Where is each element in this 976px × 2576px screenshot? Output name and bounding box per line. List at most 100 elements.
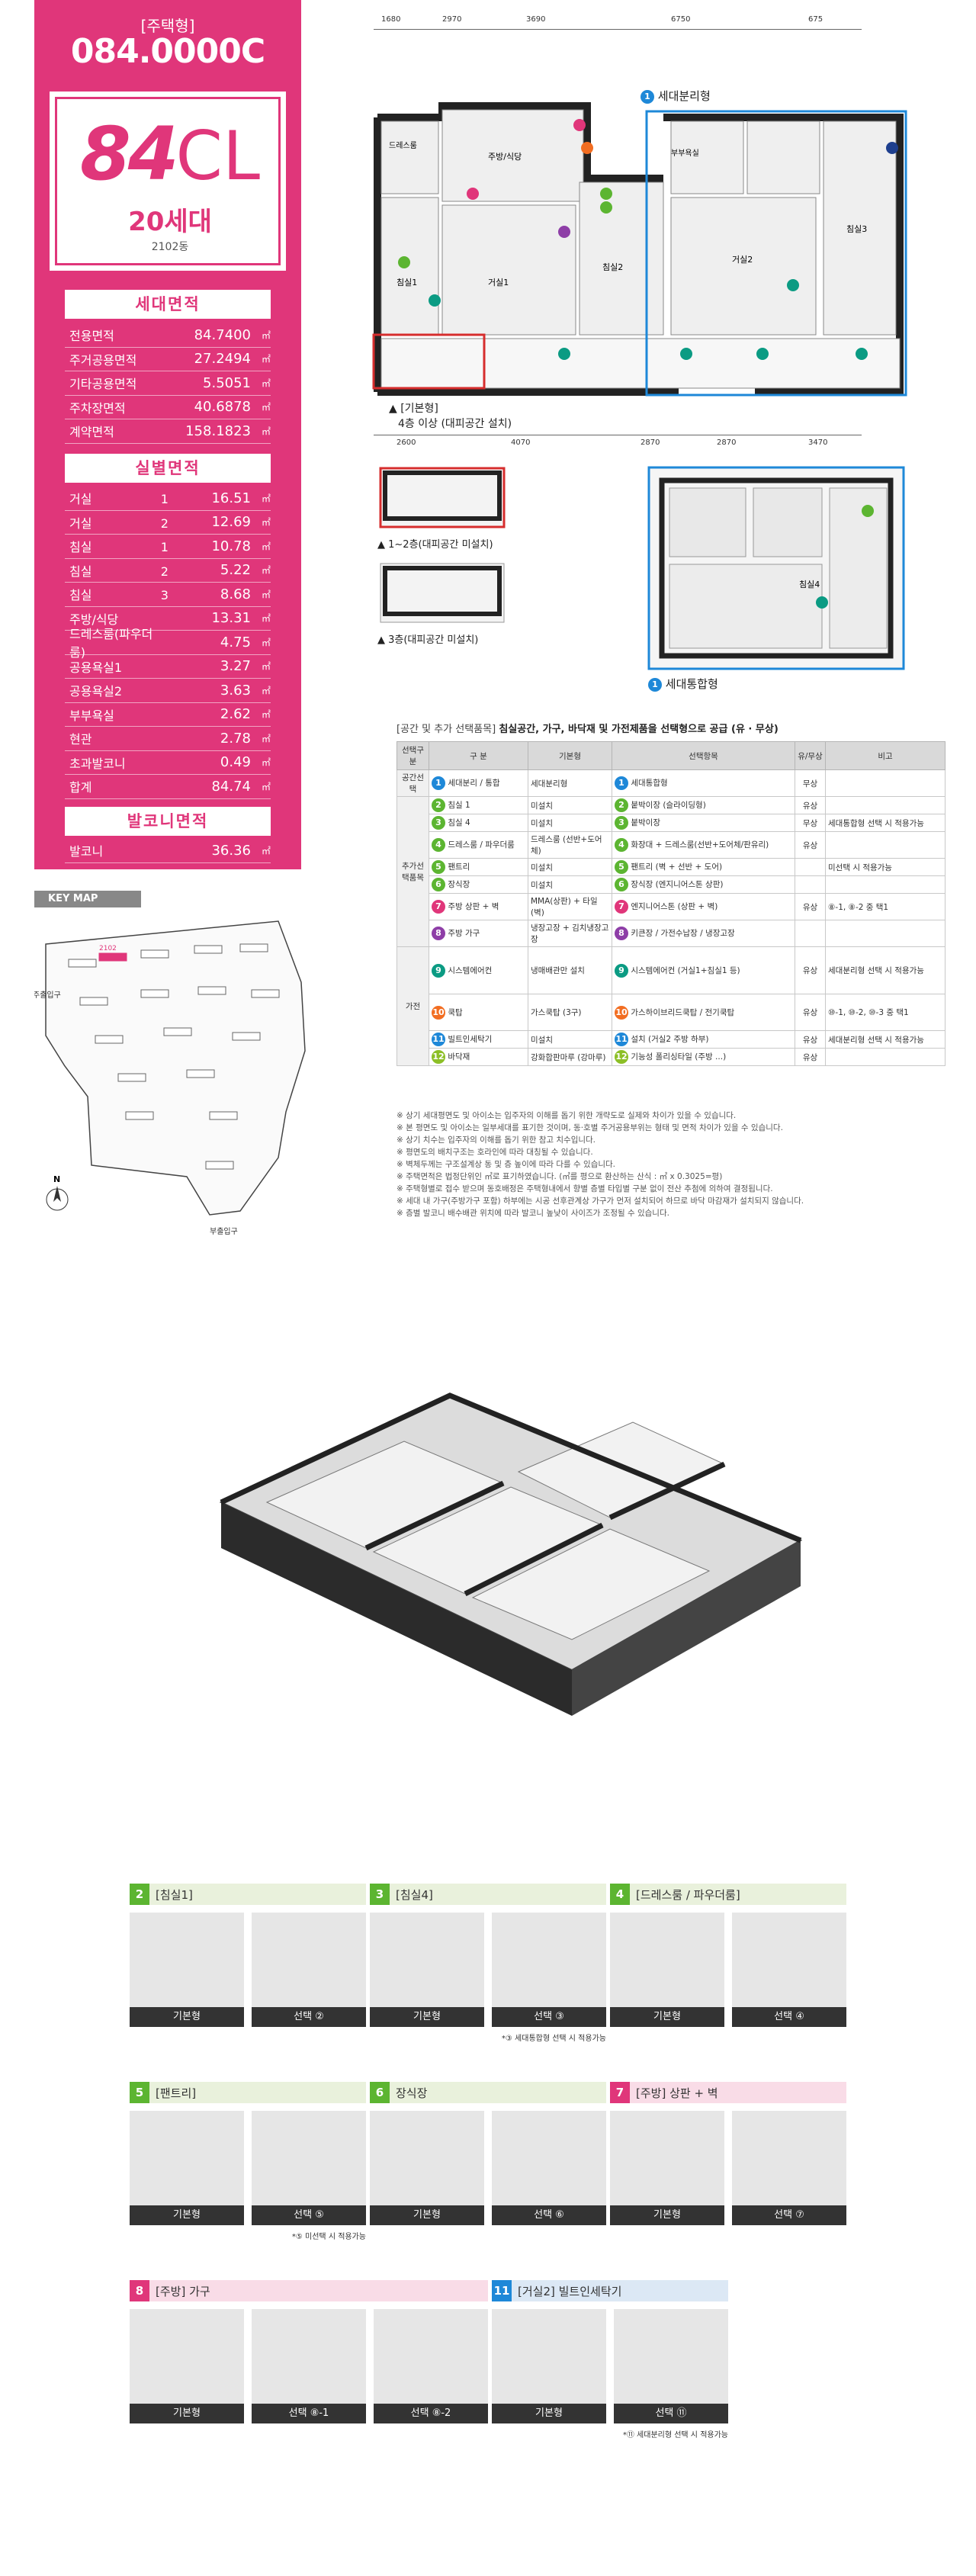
type-big-number: 84 bbox=[79, 111, 179, 197]
option-image: 선택 ⑧-2 bbox=[374, 2309, 488, 2423]
option-image: 선택 ② bbox=[252, 1913, 366, 2027]
unit-area-title: 세대면적 bbox=[65, 290, 271, 319]
options-title: [공간 및 추가 선택품목] 침실공간, 가구, 바닥재 및 가전제품을 선택형… bbox=[396, 724, 779, 735]
integrated-plan-detail: 침실4 bbox=[647, 466, 905, 670]
svg-text:침실2: 침실2 bbox=[602, 262, 623, 272]
footnote: ※ 주택형별로 접수 받으며 동호배정은 주택형내에서 향별 층별 타입별 구분… bbox=[396, 1184, 773, 1193]
isometric-3d-view bbox=[219, 1392, 803, 1716]
evacuation-space-highlight bbox=[372, 333, 486, 390]
room-bath bbox=[670, 120, 744, 194]
option-image: 선택 ⑤ bbox=[252, 2111, 366, 2225]
key-map: KEY MAP 2102 주출입구 부출입구 bbox=[34, 891, 316, 1241]
option-panel-8: 8[주방] 가구 기본형 선택 ⑧-1 선택 ⑧-2 bbox=[130, 2280, 488, 2423]
site-map: 2102 주출입구 부출입구 N bbox=[34, 920, 306, 1236]
blue-marker-icon: 1 bbox=[640, 89, 654, 104]
separate-unit-label: 1 세대분리형 bbox=[640, 88, 711, 104]
option-image: 기본형 bbox=[492, 2309, 606, 2423]
dim-top: 6750 bbox=[671, 15, 691, 24]
room-bath2 bbox=[746, 120, 820, 194]
building-number: 2102동 bbox=[151, 241, 189, 253]
option-panel-3: 3[침실4] 기본형 선택 ③ *③ 세대통합형 선택 시 적용가능 bbox=[370, 1884, 606, 2043]
separate-unit-highlight bbox=[645, 110, 907, 397]
floor-3-label: ▲ 3층(대피공간 미설치) bbox=[377, 634, 479, 646]
svg-text:거실1: 거실1 bbox=[488, 278, 509, 287]
svg-text:침실4: 침실4 bbox=[799, 580, 820, 589]
floor-1-2-label: ▲ 1~2층(대피공간 미설치) bbox=[377, 539, 493, 551]
option-image: 기본형 bbox=[130, 2309, 244, 2423]
building-blocks bbox=[68, 943, 280, 1170]
svg-text:거실2: 거실2 bbox=[732, 255, 753, 265]
dimension-line-top bbox=[374, 29, 862, 30]
footnote: ※ 주택면적은 법정단위인 ㎡로 표기하였습니다. (㎡를 평으로 환산하는 산… bbox=[396, 1172, 723, 1181]
sub-entrance-label: 부출입구 bbox=[210, 1226, 238, 1236]
footnotes: ※ 상기 세대평면도 및 아이소는 입주자의 이해를 돕기 위한 개략도로 실제… bbox=[396, 1110, 946, 1219]
type-code: 084.0000C bbox=[70, 32, 265, 71]
blue-marker-icon: 1 bbox=[648, 677, 662, 692]
footnote: ※ 세대 내 가구(주방가구 포함) 하부에는 시공 선후관계상 가구가 먼저 … bbox=[396, 1196, 804, 1206]
option-image: 선택 ⑧-1 bbox=[252, 2309, 366, 2423]
floor-3-detail bbox=[380, 563, 505, 623]
household-count: 20세대 bbox=[128, 207, 212, 237]
room-balcony bbox=[380, 338, 901, 389]
north-label: N bbox=[53, 1174, 60, 1184]
option-panel-7: 7[주방] 상판 + 벽 기본형 선택 ⑦ bbox=[610, 2082, 846, 2225]
option-image: 선택 ⑦ bbox=[732, 2111, 846, 2225]
svg-text:부부욕실: 부부욕실 bbox=[671, 149, 699, 158]
type-big-letters: CL bbox=[175, 117, 261, 195]
highlight-building-label: 2102 bbox=[99, 945, 117, 952]
balcony-area-title: 발코니면적 bbox=[65, 807, 271, 836]
dim-top: 675 bbox=[808, 15, 824, 24]
svg-text:드레스룸: 드레스룸 bbox=[389, 141, 417, 150]
option-panel-4: 4[드레스룸 / 파우더룸] 기본형 선택 ④ bbox=[610, 1884, 846, 2027]
room-bedroom3 bbox=[823, 120, 897, 336]
room-dress bbox=[380, 120, 439, 194]
option-image: 선택 ⑪ bbox=[614, 2309, 728, 2423]
svg-text:주방/식당: 주방/식당 bbox=[488, 152, 522, 162]
footnote: ※ 상기 세대평면도 및 아이소는 입주자의 이해를 돕기 위한 개략도로 실제… bbox=[396, 1111, 737, 1120]
floor-1-2-detail bbox=[379, 467, 506, 528]
option-panel-11: 11[거실2] 빌트인세탁기 기본형 선택 ⑪ *⑪ 세대분리형 선택 시 적용… bbox=[492, 2280, 728, 2439]
footnote: ※ 층별 발코니 배수배관 위치에 따라 발코니 높낮이 사이즈가 조정될 수 … bbox=[396, 1209, 669, 1218]
room-living2 bbox=[670, 197, 817, 336]
svg-text:침실1: 침실1 bbox=[396, 278, 417, 287]
option-image: 선택 ③ bbox=[492, 1913, 606, 2027]
room-bedroom2 bbox=[579, 181, 664, 336]
room-bedroom1 bbox=[380, 197, 439, 336]
floor-plan: 1680 2970 3690 6750 675 bbox=[336, 15, 946, 692]
unit-info-panel: [주택형] 084.0000C 84CL 20세대 2102동 세대면적 전용면… bbox=[34, 0, 301, 869]
option-image: 기본형 bbox=[610, 2111, 724, 2225]
site-boundary bbox=[45, 920, 306, 1216]
option-panel-2: 2[침실1] 기본형 선택 ② bbox=[130, 1884, 366, 2027]
type-tag: [주택형] bbox=[140, 17, 195, 35]
option-image: 선택 ⑥ bbox=[492, 2111, 606, 2225]
type-badge: 84CL 20세대 2102동 bbox=[50, 92, 286, 271]
key-map-title: KEY MAP bbox=[34, 891, 141, 907]
options-header-row: 선택구분 구 분 기본형 선택항목 유/무상 비고 bbox=[396, 741, 946, 770]
option-image: 기본형 bbox=[370, 1913, 484, 2027]
